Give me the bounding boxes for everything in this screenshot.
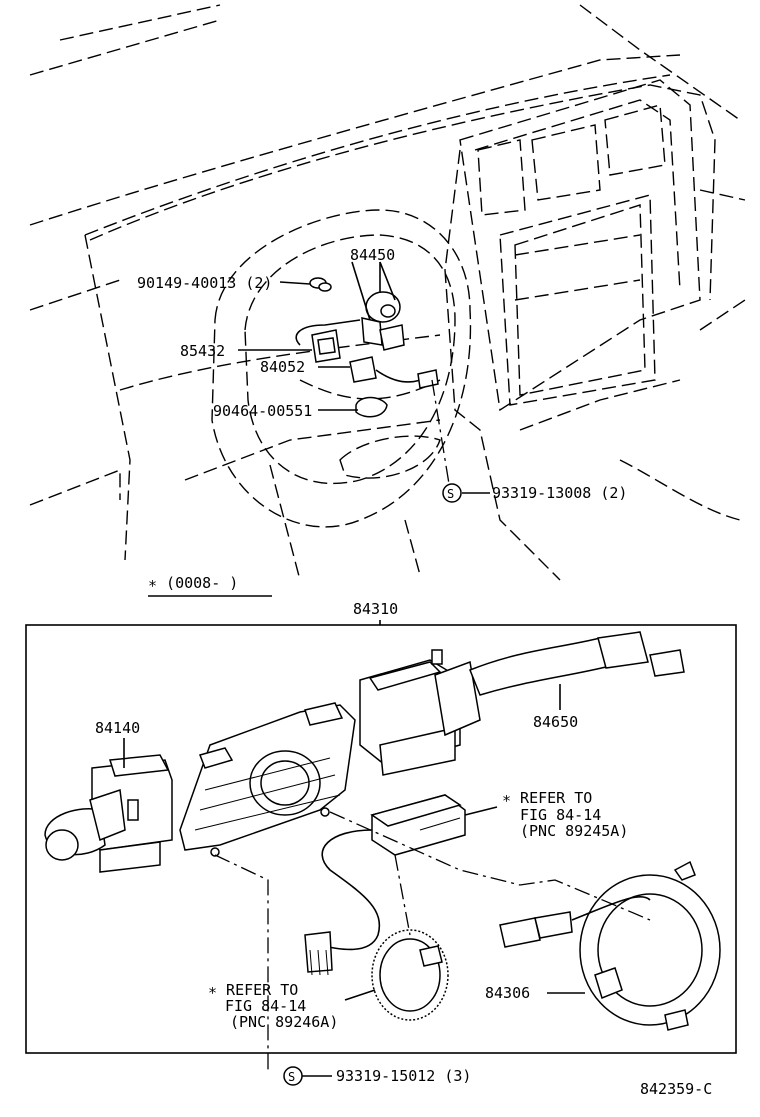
column-bracket [179,702,356,857]
refer-note-2-line3: (PNC 89246A) [230,1013,338,1031]
refer-note-1-line1: ∗ REFER TO [502,789,592,807]
s-mark-2: S [288,1070,295,1084]
refer-note-1-line3: (PNC 89245A) [520,822,628,840]
assembly-lines [214,811,651,1070]
label-84450: 84450 [350,246,395,264]
label-93319-13008: 93319-13008 (2) [492,484,627,502]
refer-note-1-line2: FIG 84-14 [520,806,601,824]
s-mark-1: S [447,487,454,501]
steering-wheel-outline [211,209,472,581]
label-85432: 85432 [180,342,225,360]
figure-id: 842359-C [640,1080,712,1098]
refer-note-2-line1: ∗ REFER TO [208,981,298,999]
switch-84140 [44,738,173,873]
assembly-box [25,624,737,1054]
label-90464-00551: 90464-00551 [213,402,312,420]
switch-84650 [359,631,685,776]
label-93319-15012: 93319-15012 (3) [336,1067,471,1085]
label-90149-40013: 90149-40013 (2) [137,274,272,292]
label-84140: 84140 [95,719,140,737]
asterisk-note: ∗ (0008- ) [148,574,238,592]
label-84650: 84650 [533,713,578,731]
s-symbol-1 [442,483,462,503]
label-84052: 84052 [260,358,305,376]
ecu-module [304,794,498,976]
refer-note-2-line2: FIG 84-14 [225,997,306,1015]
upper-leaders [238,261,490,494]
dashboard-outline [29,4,746,581]
spiral-cable-84306 [499,860,721,1031]
label-84310: 84310 [353,600,398,618]
sensor-ring [344,929,449,1021]
label-84306: 84306 [485,984,530,1002]
upper-parts [295,277,451,491]
